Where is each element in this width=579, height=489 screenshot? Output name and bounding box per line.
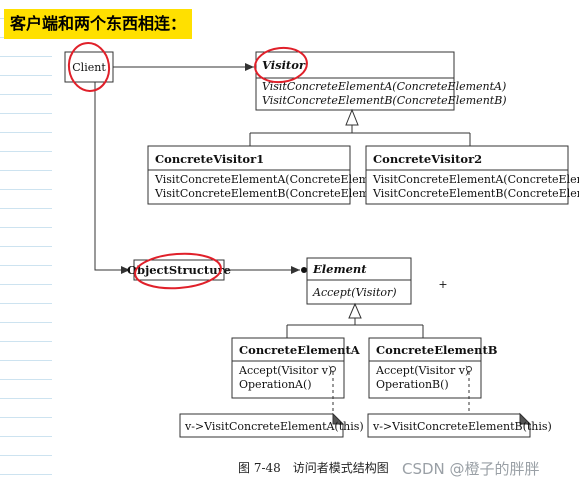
concrete-visitor-2-box: ConcreteVisitor2 VisitConcreteElementA(C…	[365, 145, 579, 205]
visitor-annotation-circle	[254, 46, 308, 84]
slide-heading: 客户端和两个东西相连：	[4, 9, 193, 39]
element-title: Element	[312, 262, 367, 276]
concrete-visitor-1-box: ConcreteVisitor1 VisitConcreteElementA(C…	[147, 145, 400, 205]
visitor-title: Visitor	[262, 58, 306, 72]
client-label: Client	[72, 61, 106, 74]
association-dot	[301, 267, 307, 273]
visitor-op-1: VisitConcreteElementA(ConcreteElementA)	[262, 80, 506, 93]
concrete-element-a-op-1: Accept(Visitor v)	[238, 364, 332, 377]
concrete-visitor-1-title: ConcreteVisitor1	[155, 152, 264, 166]
watermark: CSDN @橙子的胖胖	[402, 460, 540, 478]
plus-mark: +	[438, 278, 447, 291]
visitor-inheritance	[249, 108, 471, 146]
note-b: v->VisitConcreteElementB(this)	[367, 412, 552, 438]
visitor-op-2: VisitConcreteElementB(ConcreteElementB)	[262, 94, 507, 107]
element-op-1: Accept(Visitor)	[312, 286, 397, 299]
concrete-visitor-2-op-1: VisitConcreteElementA(ConcreteElementA)	[372, 173, 579, 186]
object-structure-box: ObjectStructure	[127, 259, 231, 281]
annotation-circles	[67, 42, 308, 290]
concrete-visitor-2-op-2: VisitConcreteElementB(ConcreteElementB)	[372, 187, 579, 200]
concrete-visitor-2-title: ConcreteVisitor2	[373, 152, 482, 166]
note-b-text: v->VisitConcreteElementB(this)	[372, 420, 552, 433]
object-structure-label: ObjectStructure	[127, 263, 231, 277]
note-a-text: v->VisitConcreteElementA(this)	[184, 420, 364, 433]
concrete-element-a-op-2: OperationA()	[239, 378, 312, 391]
concrete-visitor-1-op-1: VisitConcreteElementA(ConcreteElementA)	[154, 173, 399, 186]
client-to-objectstructure-arrow	[94, 82, 130, 274]
note-a: v->VisitConcreteElementA(this)	[179, 412, 364, 438]
concrete-element-b-box: ConcreteElementB Accept(Visitor v) Opera…	[368, 337, 498, 399]
concrete-element-b-op-2: OperationB()	[376, 378, 449, 391]
element-box: Element Accept(Visitor)	[306, 257, 412, 305]
element-inheritance	[286, 302, 424, 338]
concrete-element-a-box: ConcreteElementA Accept(Visitor v) Opera…	[231, 337, 361, 399]
concrete-element-b-op-1: Accept(Visitor v)	[375, 364, 469, 377]
visitor-box: Visitor VisitConcreteElementA(ConcreteEl…	[255, 51, 507, 111]
concrete-element-a-title: ConcreteElementA	[239, 343, 361, 357]
client-annotation-circle	[67, 42, 111, 92]
objectstructure-annotation-circle	[134, 252, 222, 290]
concrete-visitor-1-op-2: VisitConcreteElementB(ConcreteElementB)	[154, 187, 400, 200]
figure-caption: 图 7-48 访问者模式结构图	[238, 460, 389, 475]
concrete-element-b-title: ConcreteElementB	[376, 343, 498, 357]
